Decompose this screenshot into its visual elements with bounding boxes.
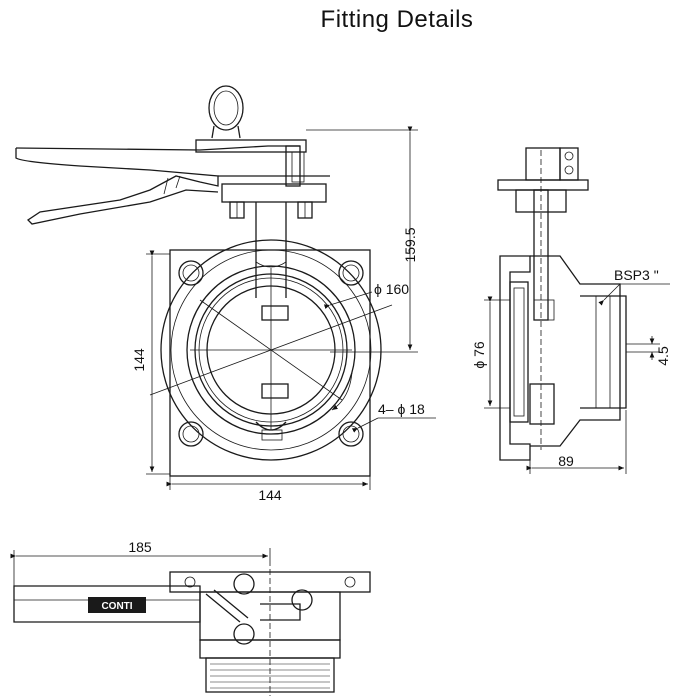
front-dimensions: 159.5 ϕ 160 144 144 4– ϕ 18 [131, 126, 436, 503]
lever-handle [15, 148, 219, 225]
flange-diameter-label: ϕ 160 [374, 281, 409, 297]
height-dim-label: 159.5 [402, 227, 418, 262]
page-title: Fitting Details [320, 6, 474, 33]
side-dimensions: ϕ 76 BSP3 " 4.5 89 [471, 267, 671, 474]
bottom-width-dim-label: 144 [258, 487, 282, 503]
left-width-dim-label: 144 [131, 348, 147, 372]
brand-logo-text: CONTI [101, 601, 132, 612]
handle-length-dim-label: 185 [128, 539, 152, 555]
front-view [15, 85, 393, 477]
thread-label: BSP3 " [614, 267, 659, 283]
holes-dim-label: 4– ϕ 18 [378, 401, 425, 417]
bore-dim-label: ϕ 76 [471, 341, 487, 369]
ring-pull-icon [208, 85, 244, 131]
top-view: CONTI [13, 560, 371, 696]
brand-logo [88, 597, 146, 613]
outlet-length-dim-label: 89 [558, 453, 574, 469]
top-dimensions: 185 [10, 539, 271, 586]
side-section-view [484, 147, 627, 461]
wall-dim-label: 4.5 [655, 346, 671, 366]
